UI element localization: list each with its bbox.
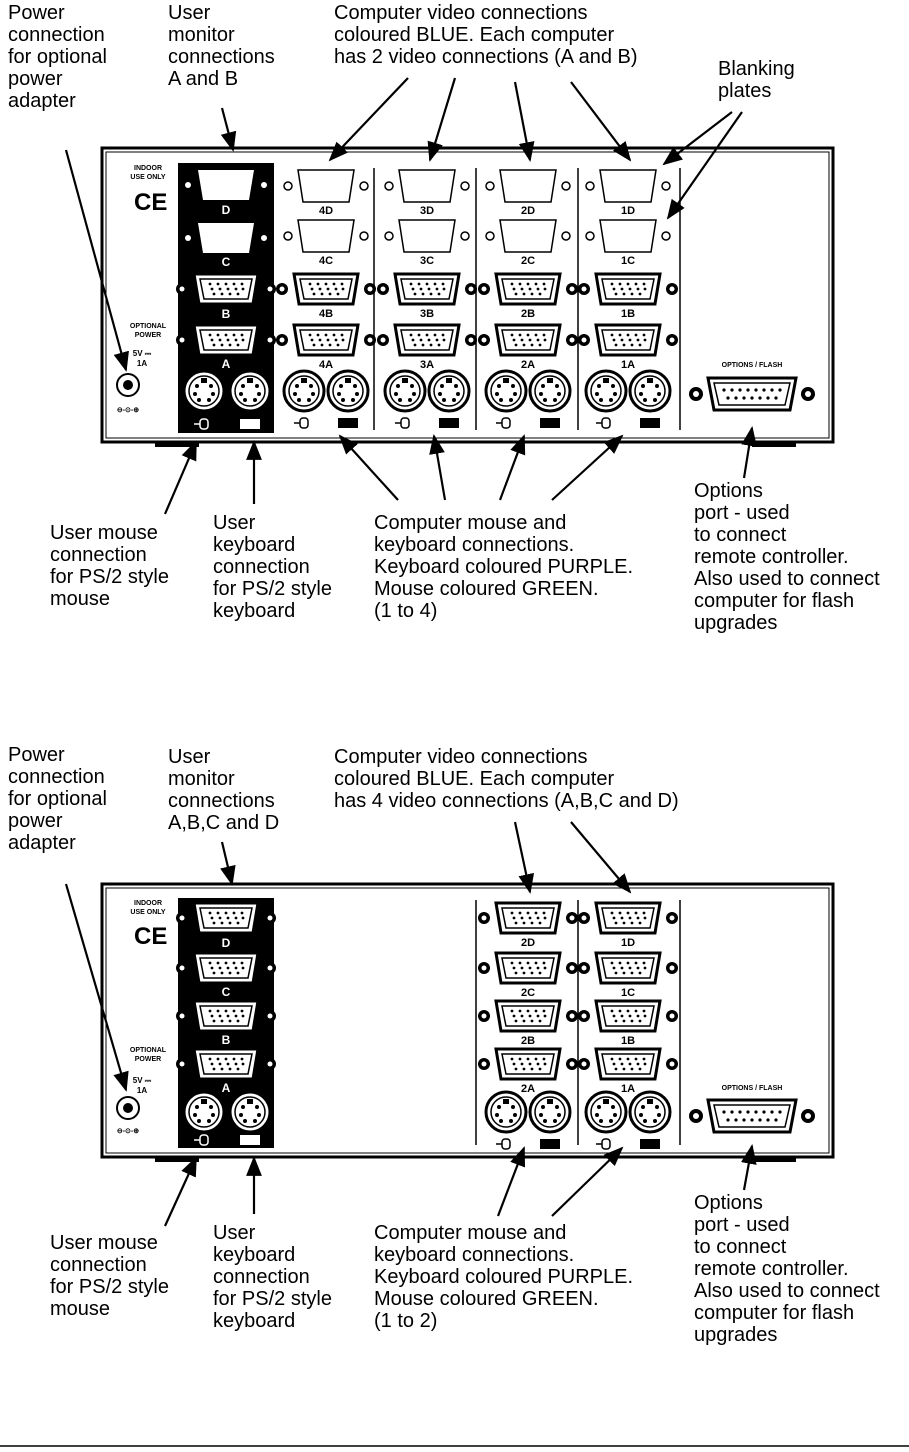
port-label: 3B xyxy=(420,308,434,320)
keyboard-icon xyxy=(540,1139,560,1149)
port-label: 1C xyxy=(621,987,635,999)
port-label: 2B xyxy=(521,308,535,320)
computer-keyboard-port-4a[interactable] xyxy=(326,369,370,413)
computer-mouse-port-1a[interactable] xyxy=(584,369,628,413)
port-label: 3C xyxy=(420,255,434,267)
d2-user-port-label: A xyxy=(222,1081,231,1095)
d2-user-port-label: C xyxy=(222,985,231,999)
port-label: 2D xyxy=(521,205,535,217)
d2-label-power: Power connection for optional power adap… xyxy=(8,744,107,854)
port-label: 4D xyxy=(319,205,333,217)
computer-keyboard-port-2a[interactable] xyxy=(528,1090,572,1134)
port-label: 2A xyxy=(521,359,535,371)
d2-ce-mark: CE xyxy=(134,923,167,950)
port-label: 2A xyxy=(521,1083,535,1095)
d2-label-user-mouse: User mouse connection for PS/2 style mou… xyxy=(50,1232,169,1320)
d1-label-user-mouse: User mouse connection for PS/2 style mou… xyxy=(50,522,169,610)
computer-keyboard-port-1a[interactable] xyxy=(628,1090,672,1134)
d2-user-mouse-port[interactable] xyxy=(182,1090,226,1134)
computer-mouse-port-1a[interactable] xyxy=(584,1090,628,1134)
d2-arrows xyxy=(64,821,757,1227)
keyboard-icon xyxy=(640,418,660,428)
computer-keyboard-port-3a[interactable] xyxy=(427,369,471,413)
keyboard-icon xyxy=(338,418,358,428)
d1-user-blank-c xyxy=(185,223,267,253)
d1-user-port-label: A xyxy=(222,357,231,371)
d1-power-jack[interactable] xyxy=(116,373,140,397)
port-label: 3A xyxy=(420,359,434,371)
port-label: 4B xyxy=(319,308,333,320)
svg-text:⊖-⊙-⊕: ⊖-⊙-⊕ xyxy=(117,407,139,414)
d1-label-user-monitor: User monitor connections A and B xyxy=(168,2,275,90)
d1-user-blank-d xyxy=(185,170,267,200)
port-label: 2C xyxy=(521,255,535,267)
computer-mouse-port-4a[interactable] xyxy=(282,369,326,413)
port-label: 2C xyxy=(521,987,535,999)
d1-label-options: Options port - used to connect remote co… xyxy=(694,480,880,634)
d1-user-port-label: C xyxy=(222,255,231,269)
port-label: 1A xyxy=(621,1083,635,1095)
d1-power-rating: 5V ⎓1A xyxy=(133,349,152,368)
d2-computer-columns: 2D 2C 2B 2A 1D 1C 1B 1A xyxy=(476,901,680,1150)
d1-label-user-keyboard: User keyboard connection for PS/2 style … xyxy=(213,512,332,622)
port-label: 1D xyxy=(621,937,635,949)
d1-label-blanking: Blanking plates xyxy=(718,58,795,102)
d1-user-port-label: D xyxy=(222,203,231,217)
computer-mouse-port-3a[interactable] xyxy=(383,369,427,413)
port-label: 3D xyxy=(420,205,434,217)
d2-user-port-label: B xyxy=(222,1033,231,1047)
d1-ce-mark: CE xyxy=(134,189,167,216)
computer-mouse-port-2a[interactable] xyxy=(484,369,528,413)
d1-label-computer-video: Computer video connections coloured BLUE… xyxy=(334,2,638,68)
port-label: 4A xyxy=(319,359,333,371)
computer-mouse-port-2a[interactable] xyxy=(484,1090,528,1134)
d2-power-jack[interactable] xyxy=(116,1096,140,1120)
d2-label-user-monitor: User monitor connections A,B,C and D xyxy=(168,746,280,834)
port-label: 1B xyxy=(621,1035,635,1047)
d2-user-keyboard-port[interactable] xyxy=(228,1090,272,1134)
d2-user-port-label: D xyxy=(222,936,231,950)
svg-text:⊖-⊙-⊕: ⊖-⊙-⊕ xyxy=(117,1128,139,1135)
port-label: 4C xyxy=(319,255,333,267)
port-label: 1D xyxy=(621,205,635,217)
d2-label-options: Options port - used to connect remote co… xyxy=(694,1192,880,1346)
computer-keyboard-port-1a[interactable] xyxy=(628,369,672,413)
port-label: 1A xyxy=(621,359,635,371)
port-label: 2D xyxy=(521,937,535,949)
d1-user-port-label: B xyxy=(222,307,231,321)
keyboard-icon xyxy=(540,418,560,428)
d1-computer-columns: 4D 4C 4B 4A 3D 3C 3B 3A 2D 2C 2B 2A 1D 1C 1B 1A xyxy=(274,169,680,429)
port-label: 2B xyxy=(521,1035,535,1047)
d2-options-flash-label: OPTIONS / FLASH xyxy=(722,1085,783,1092)
d2-label-computer-mk: Computer mouse and keyboard connections.… xyxy=(374,1222,634,1332)
d2-label-computer-video: Computer video connections coloured BLUE… xyxy=(334,746,679,812)
d1-user-mouse-port[interactable] xyxy=(182,369,226,413)
computer-keyboard-port-2a[interactable] xyxy=(528,369,572,413)
d1-options-flash-label: OPTIONS / FLASH xyxy=(722,362,783,369)
d2-label-user-keyboard: User keyboard connection for PS/2 style … xyxy=(213,1222,332,1332)
keyboard-icon xyxy=(439,418,459,428)
port-label: 1B xyxy=(621,308,635,320)
keyboard-icon xyxy=(640,1139,660,1149)
d1-label-power: Power connection for optional power adap… xyxy=(8,2,107,112)
d1-arrows xyxy=(64,77,758,515)
d2-power-rating: 5V ⎓1A xyxy=(133,1076,152,1095)
d1-label-computer-mk: Computer mouse and keyboard connections.… xyxy=(374,512,634,622)
d1-user-keyboard-port[interactable] xyxy=(228,369,272,413)
port-label: 1C xyxy=(621,255,635,267)
